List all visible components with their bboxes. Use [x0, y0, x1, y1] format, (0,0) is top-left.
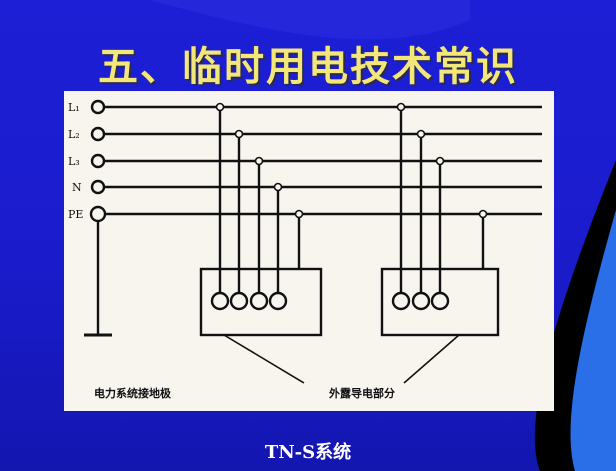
right-blue-wedge: [570, 210, 616, 471]
annotation-grounding-electrode: 电力系统接地极: [94, 386, 172, 400]
junction-dot: [478, 209, 488, 219]
load-1-terminal: [229, 291, 249, 311]
diagram-caption: TN-S系统: [264, 442, 352, 463]
load-1-terminal: [210, 291, 230, 311]
terminal-n: [90, 179, 106, 195]
junction-dot: [215, 102, 225, 112]
label-n: N: [72, 181, 82, 194]
label-l3: L₃: [68, 155, 80, 168]
terminal-l1: [90, 99, 106, 115]
junction-dot: [273, 182, 283, 192]
load-1-enclosure: [199, 267, 323, 337]
slide-title: 五、临时用电技术常识: [98, 43, 518, 90]
terminal-l3: [90, 153, 106, 169]
diagram-canvas: L₁ L₂ L₃ N PE: [68, 99, 542, 400]
junction-dot: [435, 156, 445, 166]
label-l2: L₂: [68, 128, 80, 141]
leader-line: [223, 334, 305, 384]
load-2-terminal: [411, 291, 431, 311]
junction-dot: [254, 156, 264, 166]
load-1-terminal: [268, 291, 288, 311]
load-2-terminal: [391, 291, 411, 311]
terminal-l2: [90, 126, 106, 142]
label-pe: PE: [68, 208, 83, 221]
leader-line: [403, 334, 460, 384]
junction-dot: [416, 129, 426, 139]
terminal-pe: [89, 205, 107, 223]
load-1-terminal: [249, 291, 269, 311]
top-arc: [150, 0, 470, 40]
label-l1: L₁: [68, 101, 80, 114]
junction-dot: [396, 102, 406, 112]
load-2-terminal: [430, 291, 450, 311]
annotation-exposed-conductive-part: 外露导电部分: [328, 386, 395, 400]
junction-dot: [294, 209, 304, 219]
tn-s-diagram: L₁ L₂ L₃ N PE: [64, 91, 554, 411]
junction-dot: [234, 129, 244, 139]
